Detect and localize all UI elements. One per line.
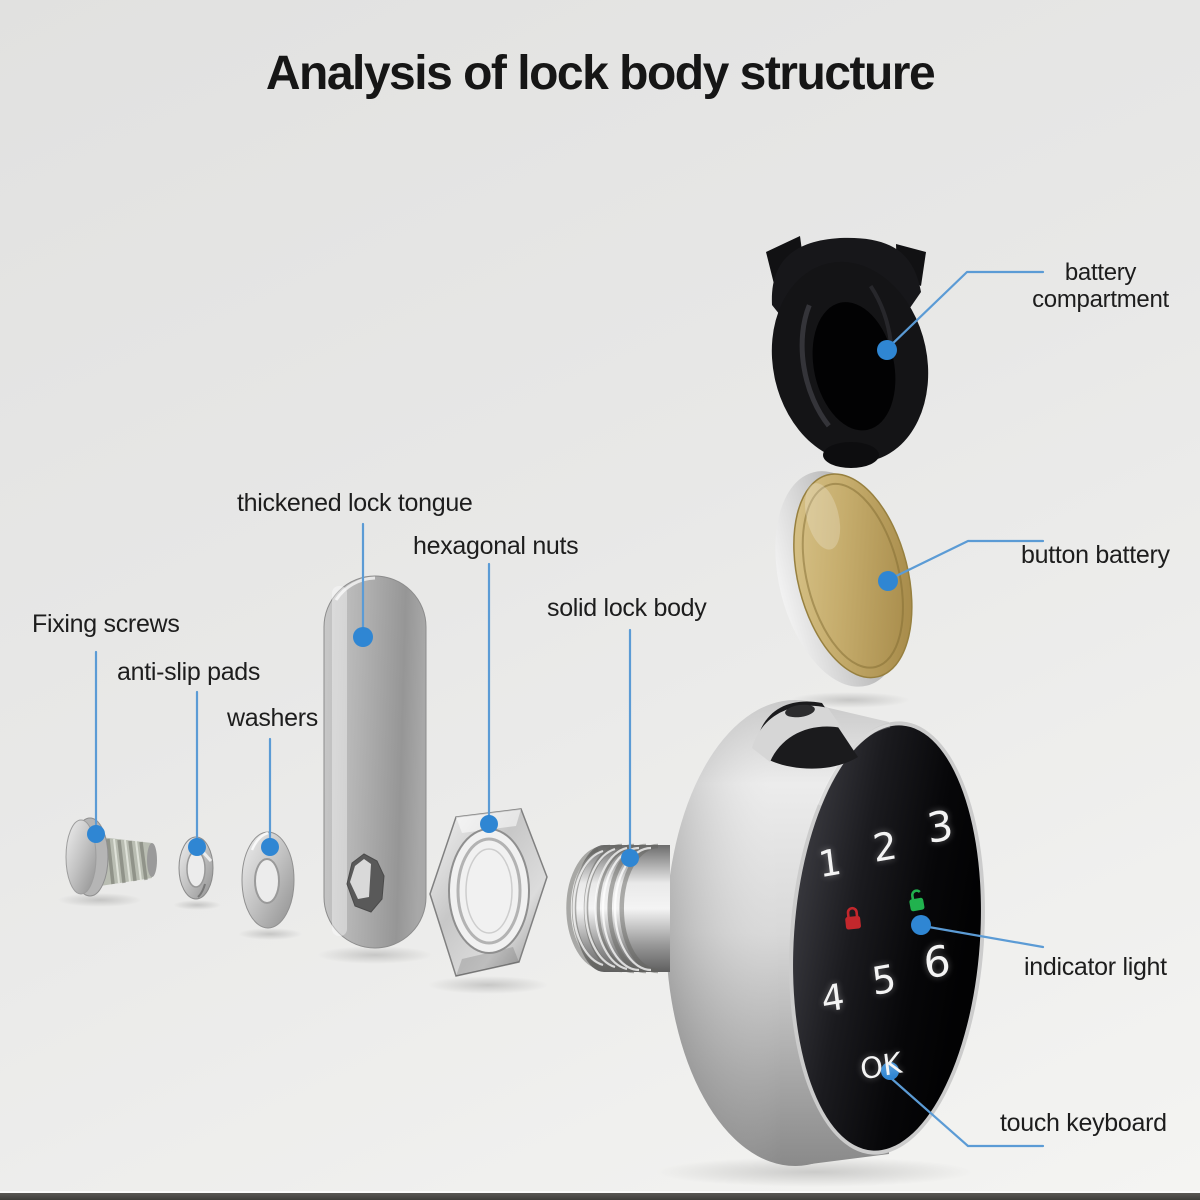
label-touch-keyboard: touch keyboard — [1000, 1109, 1167, 1137]
threaded-stem — [566, 843, 670, 974]
dot-lock-tongue — [353, 627, 373, 647]
fixing-screw-part — [65, 817, 157, 897]
keypad-key-6: 6 — [920, 935, 954, 989]
label-anti-slip-pads: anti-slip pads — [117, 658, 261, 686]
dot-touch-keyboard — [881, 1062, 899, 1080]
keypad-key-2: 2 — [870, 823, 900, 871]
dot-hexagonal-nuts — [480, 815, 498, 833]
table-edge — [0, 1193, 1200, 1200]
leader-lines — [94, 270, 1045, 1148]
label-thickened-lock-tongue: thickened lock tongue — [237, 489, 473, 517]
locked-red-icon — [845, 906, 861, 930]
label-button-battery: button battery — [1021, 541, 1170, 569]
dot-battery-compartment — [877, 340, 897, 360]
keypad-key-4: 4 — [819, 976, 847, 1022]
lock-body-part — [566, 700, 985, 1166]
dot-indicator-light — [911, 915, 931, 935]
lock-face — [789, 721, 985, 1155]
hex-nut-part — [429, 808, 548, 977]
keypad-key-5: 5 — [869, 956, 899, 1004]
leader-battery-compartment — [885, 270, 1045, 351]
label-battery-compartment: battery compartment — [1032, 259, 1169, 313]
dot-solid-lock-body — [621, 849, 639, 867]
dot-fixing-screws — [87, 825, 105, 843]
top-latch-notch — [752, 701, 858, 769]
lock-tongue-part — [323, 575, 427, 949]
anti-slip-pad-part — [178, 836, 214, 900]
label-washers: washers — [227, 704, 318, 732]
button-battery-part — [775, 471, 913, 687]
leader-button-battery — [886, 539, 1045, 582]
table-edge-highlight — [0, 1191, 1200, 1193]
leader-indicator-light — [921, 924, 1045, 949]
washer-part — [241, 831, 295, 929]
leader-touch-keyboard — [890, 1077, 1045, 1148]
label-indicator-light: indicator light — [1024, 953, 1167, 981]
label-fixing-screws: Fixing screws — [32, 610, 180, 638]
unlocked-green-icon — [909, 889, 925, 912]
label-hexagonal-nuts: hexagonal nuts — [413, 532, 579, 560]
dot-anti-slip-pads — [188, 838, 206, 856]
label-solid-lock-body: solid lock body — [547, 594, 707, 622]
dot-washers — [261, 838, 279, 856]
marker-dots — [87, 340, 931, 1080]
keypad-key-ok: OK — [858, 1045, 904, 1087]
battery-compartment-part — [766, 236, 929, 468]
dot-button-battery — [878, 571, 898, 591]
keypad-key-1: 1 — [816, 841, 844, 887]
page-title: Analysis of lock body structure — [265, 47, 936, 100]
